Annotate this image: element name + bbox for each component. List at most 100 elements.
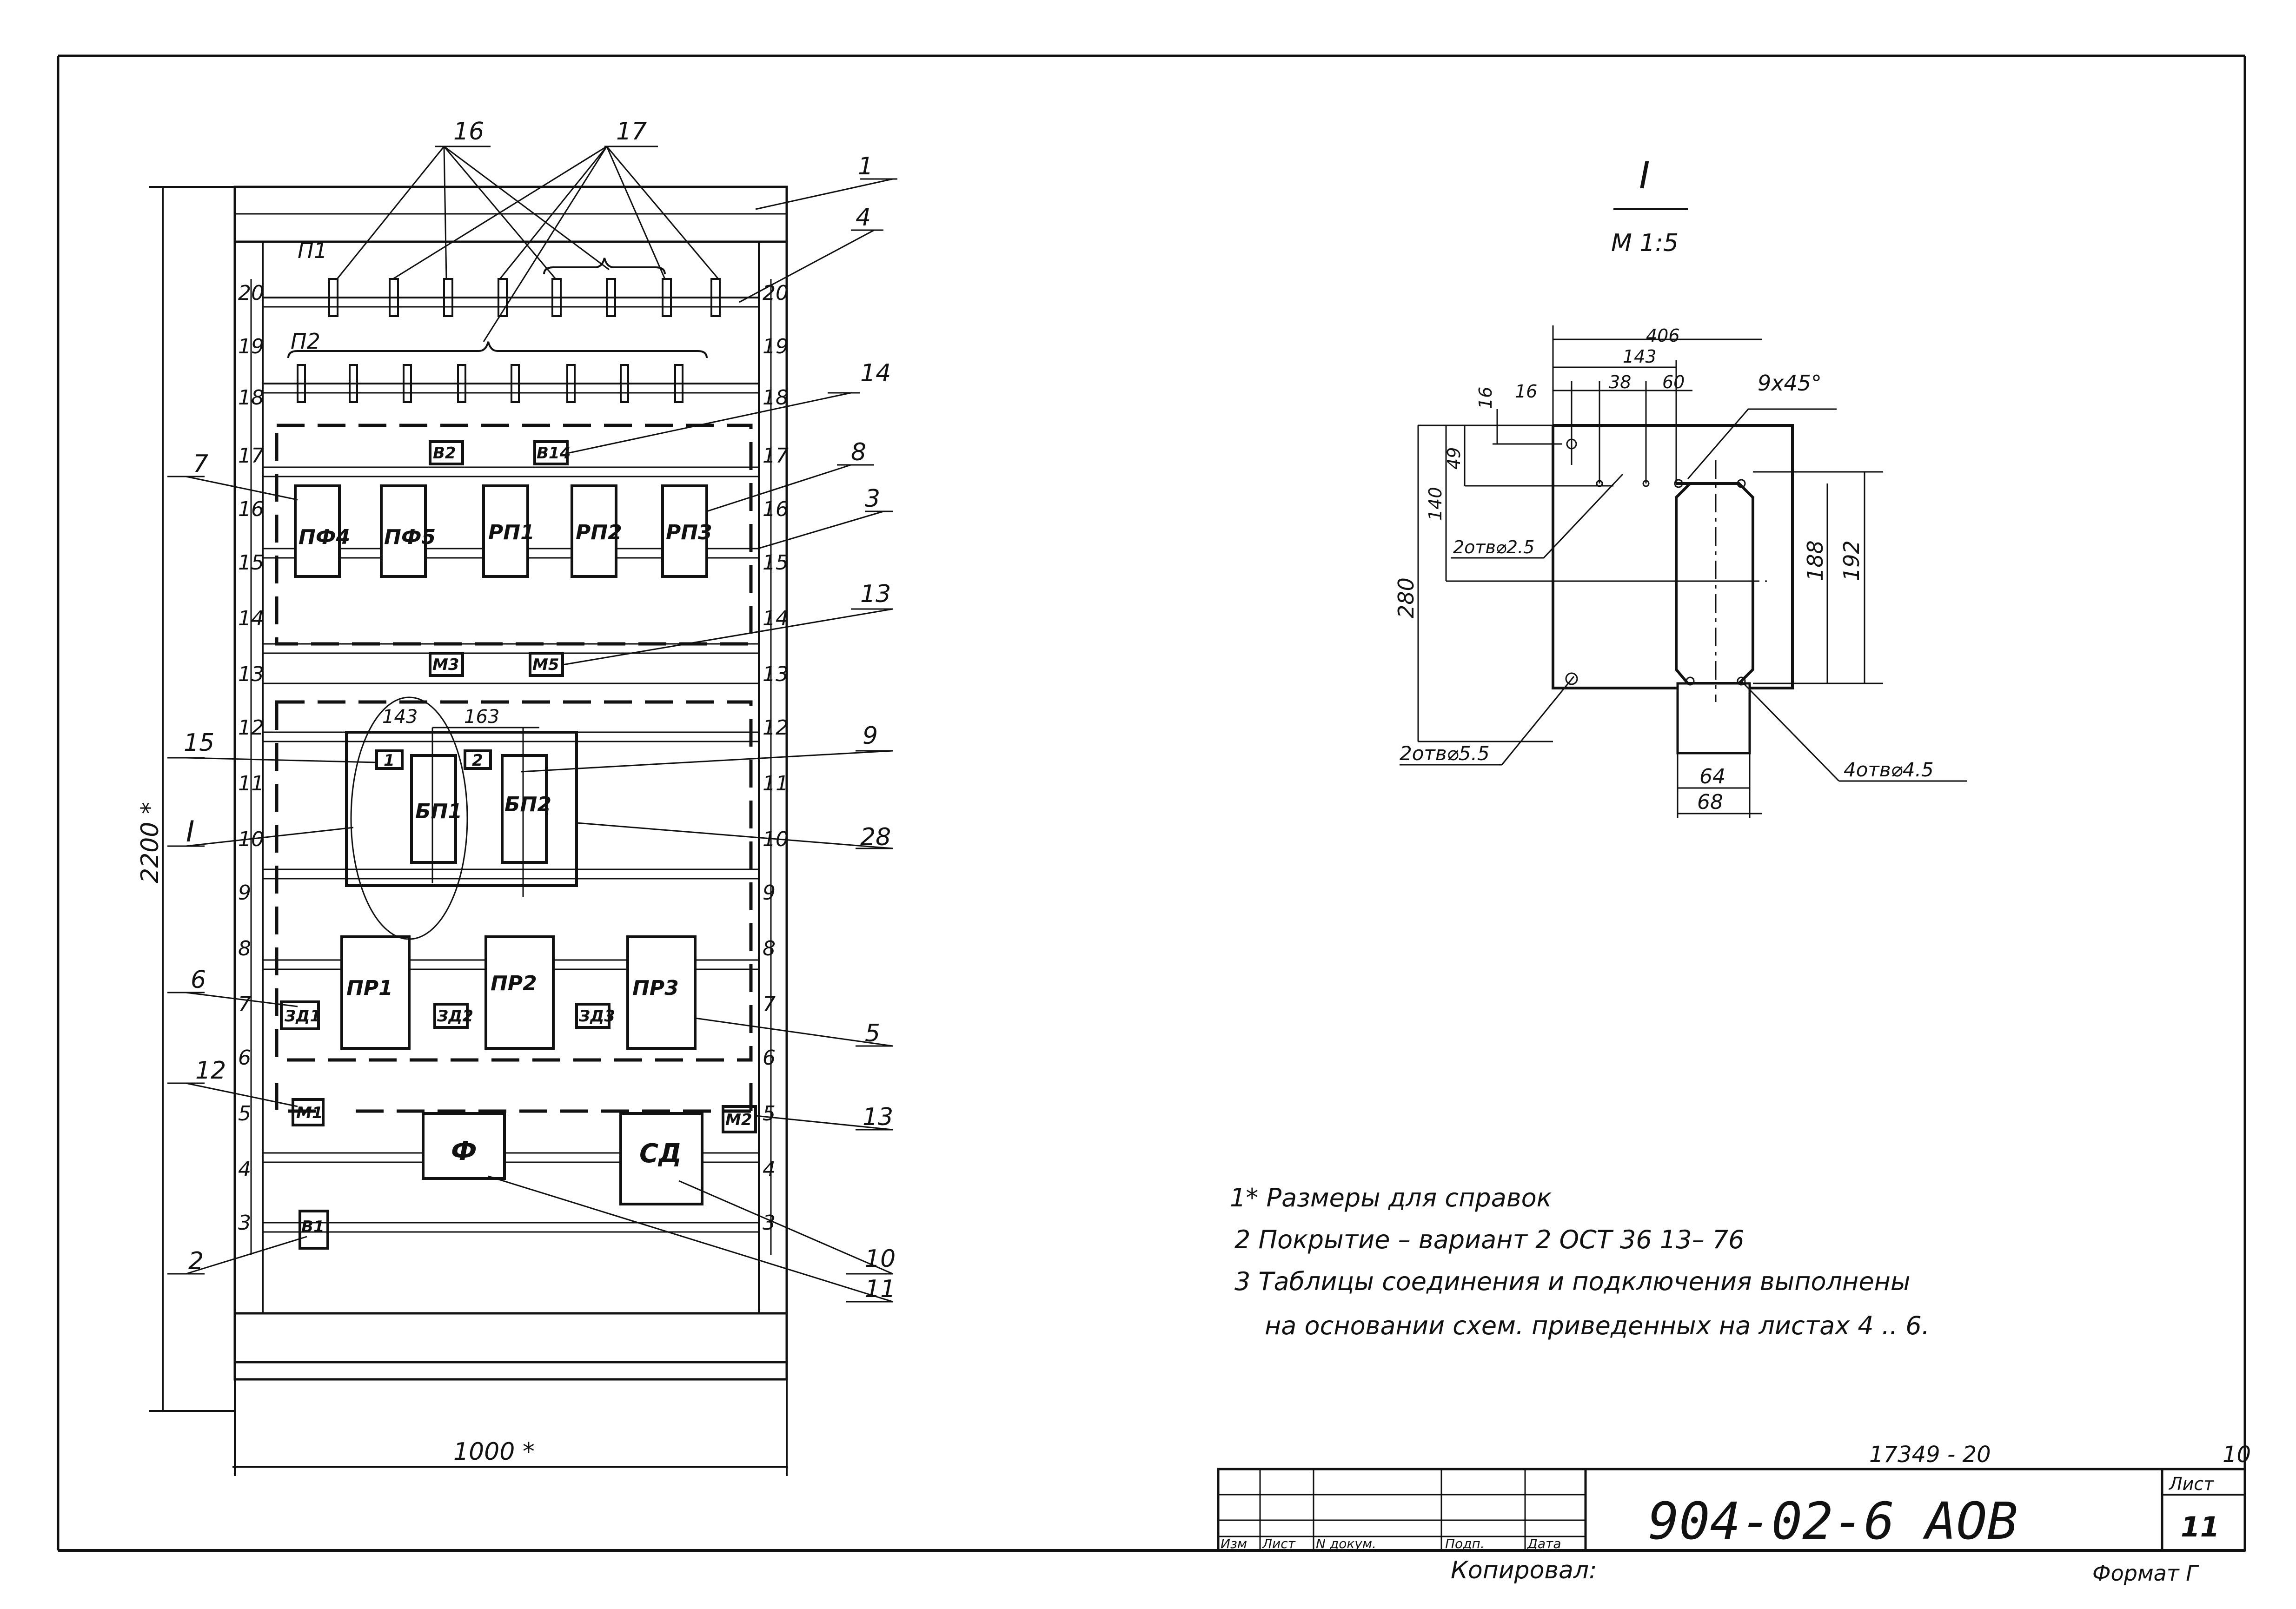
rail-number: 13	[763, 662, 789, 686]
sheet-caption: Лист	[2168, 1474, 2215, 1494]
rail-number: 6	[238, 1046, 251, 1070]
bracket-outline	[1552, 424, 1794, 755]
callout-12: 12	[195, 1057, 226, 1085]
copied-label: Копировал:	[1451, 1556, 1597, 1584]
callout-4: 4	[856, 204, 871, 232]
hole-note-2x2-5: 2отв⌀2.5	[1453, 537, 1534, 557]
overall-dimensions	[149, 186, 788, 1476]
dim-38: 38	[1609, 372, 1631, 392]
block-axes	[350, 696, 539, 940]
rail-number: 17	[238, 444, 264, 468]
block-pf5: ПФ5	[384, 525, 436, 549]
rail-number: 11	[763, 772, 789, 795]
rail-number: 15	[763, 551, 789, 575]
height-dimension: 2200 *	[136, 802, 164, 883]
rail-number: 9	[763, 881, 776, 905]
dim-16-left: 16	[1475, 387, 1496, 409]
dim-64: 64	[1699, 765, 1725, 788]
callout-8: 8	[851, 438, 866, 466]
switch-2: 2	[472, 751, 483, 770]
dim-192: 192	[1839, 540, 1864, 581]
block-pr1: ПР1	[346, 976, 393, 1000]
callout-15: 15	[184, 729, 214, 757]
note-2: 2 Покрытие – вариант 2 ОСТ 36 13– 76	[1234, 1225, 1744, 1254]
callout-17: 17	[616, 118, 647, 146]
detail-view: I М 1:5	[1394, 154, 1967, 818]
header-ndokum: N докум.	[1316, 1536, 1376, 1551]
block-rp2: РП2	[576, 521, 622, 544]
rail-number: 16	[238, 497, 264, 521]
sheet-number: 11	[2181, 1511, 2220, 1543]
terminal-strips	[287, 258, 721, 403]
rail-number: 4	[763, 1158, 776, 1181]
rail-numbers-right: 20 19 18 17 16 15 14 13 12 11 10 9 8 7 6…	[763, 281, 789, 1235]
rail-number: 6	[763, 1046, 776, 1070]
switch-v2: В2	[433, 444, 456, 463]
hole-note-4x4-5: 4отв⌀4.5	[1844, 758, 1934, 781]
block-sd: СД	[639, 1139, 682, 1169]
title-block-headers: Изм Лист N докум. Подп. Дата	[1221, 1536, 1561, 1551]
rail-numbers-left: 20 19 18 17 16 15 14 13 12 11 10 9 8 7 6…	[238, 281, 264, 1235]
dim-68: 68	[1697, 790, 1723, 814]
dim-143-inner: 143	[382, 706, 418, 728]
rail-number: 15	[238, 551, 264, 575]
rail-number: 18	[238, 386, 264, 410]
callout-14: 14	[860, 359, 891, 387]
callout-28: 28	[860, 823, 891, 851]
rail-number: 3	[763, 1211, 776, 1235]
dim-163-inner: 163	[464, 706, 499, 728]
callout-5: 5	[865, 1020, 880, 1047]
rail-number: 12	[763, 716, 789, 740]
rail-number: 14	[763, 607, 789, 630]
block-pr3: ПР3	[632, 976, 679, 1000]
rail-number: 19	[763, 335, 789, 358]
dim-chamfer: 9х45°	[1758, 371, 1822, 396]
block-pr2: ПР2	[491, 972, 537, 995]
detail-title: I	[1639, 154, 1650, 197]
switch-v14: В14	[537, 444, 571, 463]
block-pf4: ПФ4	[299, 525, 350, 549]
rail-number: 7	[763, 993, 776, 1016]
dim-16-top: 16	[1515, 381, 1537, 402]
dim-280: 280	[1394, 577, 1419, 618]
switch-m3: М3	[432, 656, 459, 674]
callout-10: 10	[865, 1245, 896, 1273]
header-data: Дата	[1526, 1536, 1561, 1551]
rail-number: 9	[238, 881, 251, 905]
callout-9: 9	[863, 722, 878, 750]
callout-13-bottom: 13	[863, 1103, 893, 1131]
width-dimension: 1000 *	[453, 1438, 535, 1466]
dim-406: 406	[1646, 325, 1680, 346]
block-rp3: РП3	[666, 521, 712, 544]
small-devices	[280, 440, 757, 1250]
callout-7: 7	[193, 450, 208, 478]
rail-number: 14	[238, 607, 264, 630]
rail-number: 7	[238, 993, 251, 1016]
rail-number: 5	[763, 1102, 776, 1126]
notes: 1* Размеры для справок 2 Покрытие – вари…	[1230, 1183, 1930, 1340]
switch-zd2: ЗД2	[437, 1007, 473, 1026]
main-blocks	[294, 484, 708, 1205]
rail-number: 20	[763, 281, 789, 305]
drawing-code: 904-02-6 АОВ	[1648, 1491, 2018, 1551]
switch-m1: М1	[296, 1104, 323, 1122]
bracket-dims	[1400, 325, 1967, 818]
doc-number: 17349 - 20	[1869, 1442, 1991, 1468]
callout-3: 3	[865, 485, 880, 513]
rail-number: 13	[238, 662, 264, 686]
header-podp: Подп.	[1445, 1536, 1485, 1551]
note-3-cont: на основании схем. приведенных на листах…	[1265, 1311, 1930, 1340]
callouts: 16 17 1 4 14 7 8 3 13 15 9 I 28 6 5 12 1…	[184, 118, 896, 1303]
rail-number: 12	[238, 716, 264, 740]
leader-lines	[167, 146, 897, 1303]
dim-140: 140	[1425, 487, 1446, 521]
rail-number: 11	[238, 772, 264, 795]
switch-v1: В1	[301, 1218, 325, 1236]
block-bp2: БП2	[504, 793, 551, 816]
rail-number: 17	[763, 444, 789, 468]
dim-49: 49	[1444, 447, 1464, 470]
p1-label: П1	[298, 238, 327, 263]
callout-1: 1	[858, 152, 873, 180]
rail-number: 4	[238, 1158, 251, 1181]
